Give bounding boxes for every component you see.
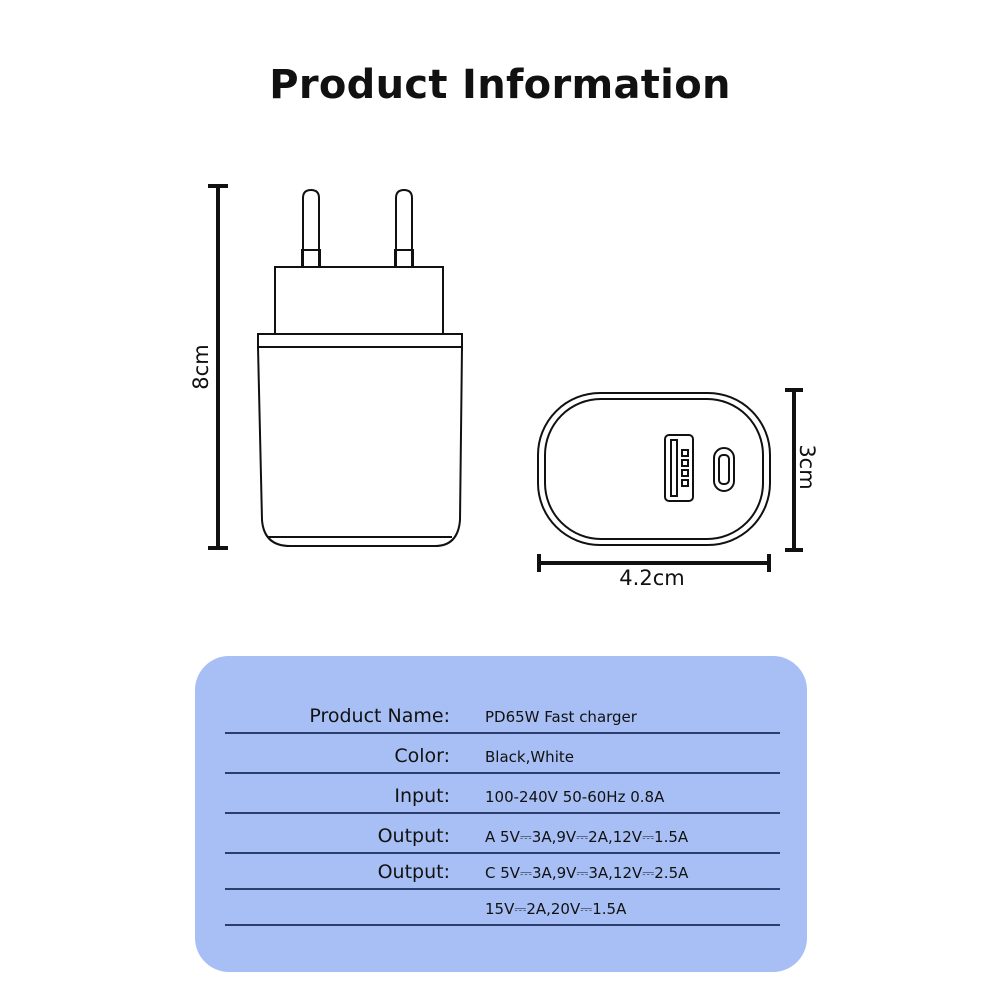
spec-row-color: Color: Black,White — [225, 742, 780, 774]
spec-label: Output: — [377, 861, 450, 883]
spec-value: C 5V⎓3A,9V⎓3A,12V⎓2.5A — [485, 864, 689, 882]
spec-row-output-c: Output: C 5V⎓3A,9V⎓3A,12V⎓2.5A — [225, 858, 780, 890]
height-label: 8cm — [189, 344, 213, 390]
charger-side-view-icon — [257, 188, 463, 547]
spec-panel: Product Name: PD65W Fast charger Color: … — [195, 656, 807, 972]
charger-front-view-icon — [537, 392, 771, 546]
spec-value: 100-240V 50-60Hz 0.8A — [485, 788, 665, 806]
spec-row-input: Input: 100-240V 50-60Hz 0.8A — [225, 782, 780, 814]
depth-label: 3cm — [795, 444, 819, 490]
spec-label: Output: — [377, 825, 450, 847]
spec-row-output-a: Output: A 5V⎓3A,9V⎓2A,12V⎓1.5A — [225, 822, 780, 854]
spec-row-product-name: Product Name: PD65W Fast charger — [225, 702, 780, 734]
spec-label: Input: — [394, 785, 450, 807]
width-dimension-bar — [537, 554, 771, 572]
width-label: 4.2cm — [619, 566, 685, 590]
height-dimension-bar — [208, 184, 228, 550]
spec-label: Product Name: — [309, 705, 450, 727]
spec-value: Black,White — [485, 748, 574, 766]
depth-dimension-bar — [785, 388, 803, 552]
spec-value: PD65W Fast charger — [485, 708, 637, 726]
spec-label: Color: — [394, 745, 450, 767]
usb-a-port-icon — [664, 434, 694, 502]
page-title: Product Information — [269, 62, 731, 108]
spec-row-output-c-continued: 15V⎓2A,20V⎓1.5A — [225, 894, 780, 926]
spec-value: 15V⎓2A,20V⎓1.5A — [485, 900, 627, 918]
spec-value: A 5V⎓3A,9V⎓2A,12V⎓1.5A — [485, 828, 689, 846]
usb-c-port-icon — [713, 447, 735, 492]
